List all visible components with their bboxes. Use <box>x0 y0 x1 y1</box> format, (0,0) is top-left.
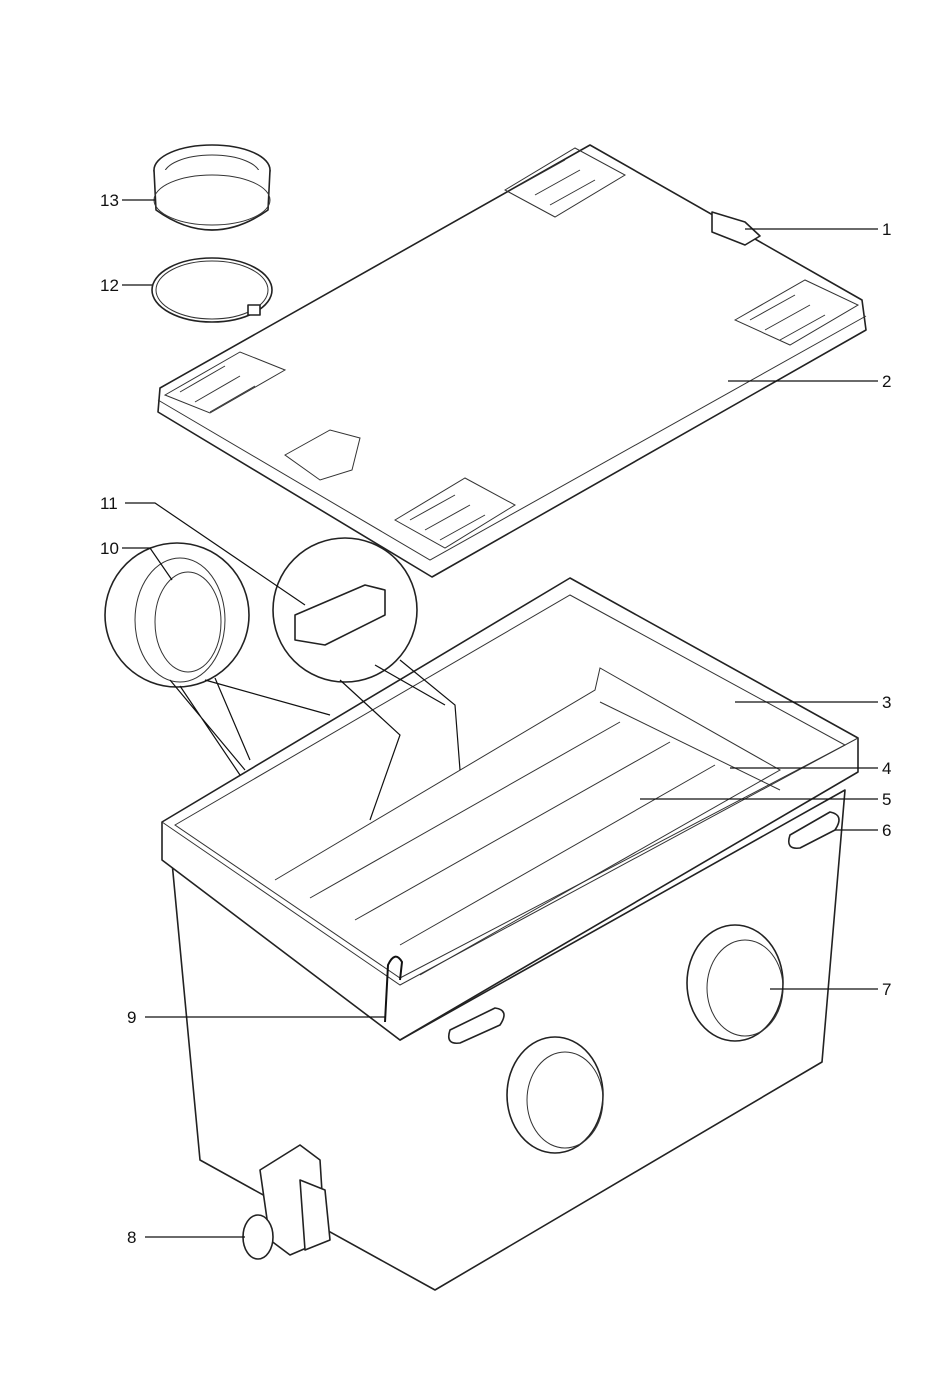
filter-box <box>161 577 859 1291</box>
detail-clip <box>272 537 461 821</box>
callout-3: 3 <box>882 693 892 712</box>
callout-2: 2 <box>882 372 892 391</box>
leader-lines <box>122 199 878 1238</box>
callout-5: 5 <box>882 790 892 809</box>
callout-7: 7 <box>882 980 892 999</box>
callout-9: 9 <box>127 1008 137 1027</box>
callout-12: 12 <box>100 276 119 295</box>
lid <box>157 144 867 578</box>
callout-11: 11 <box>100 494 118 513</box>
callout-13: 13 <box>100 191 119 210</box>
callout-1: 1 <box>882 220 892 239</box>
callout-10: 10 <box>100 539 119 558</box>
hose-clamp <box>151 257 273 323</box>
detail-inlet <box>104 542 331 776</box>
locking-rod <box>384 955 404 1023</box>
callout-6: 6 <box>882 821 892 840</box>
callout-4: 4 <box>882 759 892 778</box>
pipe-connector <box>153 144 271 231</box>
outlet-flange <box>506 924 784 1154</box>
callout-8: 8 <box>127 1228 137 1247</box>
